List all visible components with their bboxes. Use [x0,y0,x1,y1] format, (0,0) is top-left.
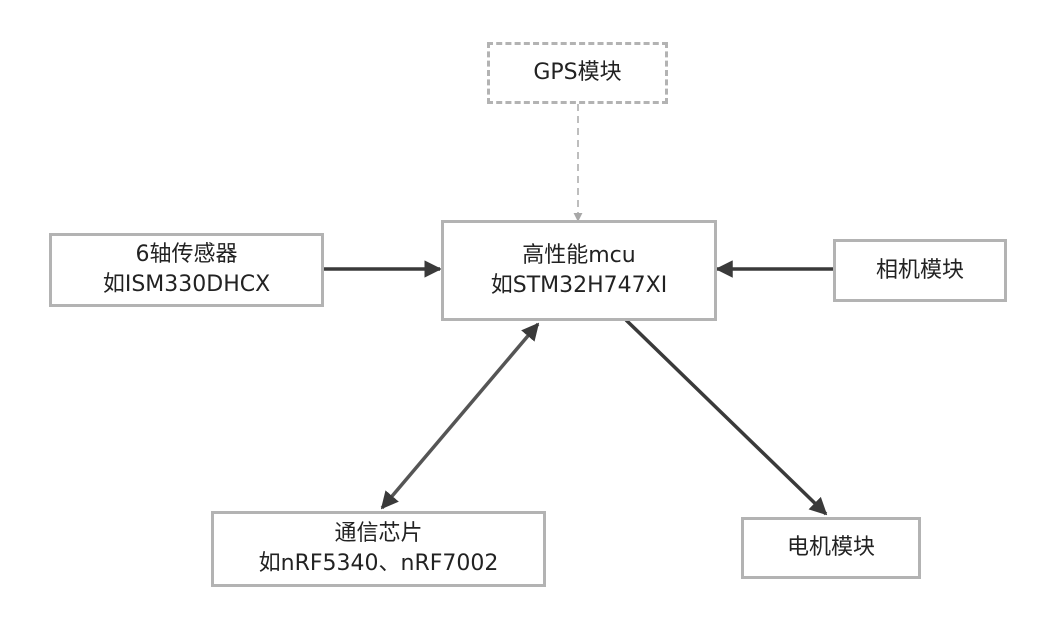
motor-module-node: 电机模块 [741,517,921,579]
mcu-title: 高性能mcu [522,242,636,268]
mcu-node: 高性能mcu 如STM32H747XI [441,220,717,321]
gps-module-label: GPS模块 [533,60,622,85]
arrow-mcu-comm-bidirectional [380,322,540,510]
camera-module-label: 相机模块 [875,257,964,283]
imu-sensor-example: 如ISM330DHCX [102,272,271,297]
arrow-mcu-to-motor [624,318,828,516]
motor-module-label: 电机模块 [786,535,875,560]
imu-sensor-title: 6轴传感器 [135,242,238,267]
comm-chip-example: 如nRF5340、nRF7002 [258,551,499,576]
mcu-example: 如STM32H747XI [490,272,668,298]
imu-sensor-node: 6轴传感器 如ISM330DHCX [49,233,324,307]
comm-chip-node: 通信芯片 如nRF5340、nRF7002 [211,511,546,587]
comm-chip-title: 通信芯片 [334,521,423,546]
camera-module-node: 相机模块 [833,239,1007,302]
gps-module-node: GPS模块 [487,42,668,104]
